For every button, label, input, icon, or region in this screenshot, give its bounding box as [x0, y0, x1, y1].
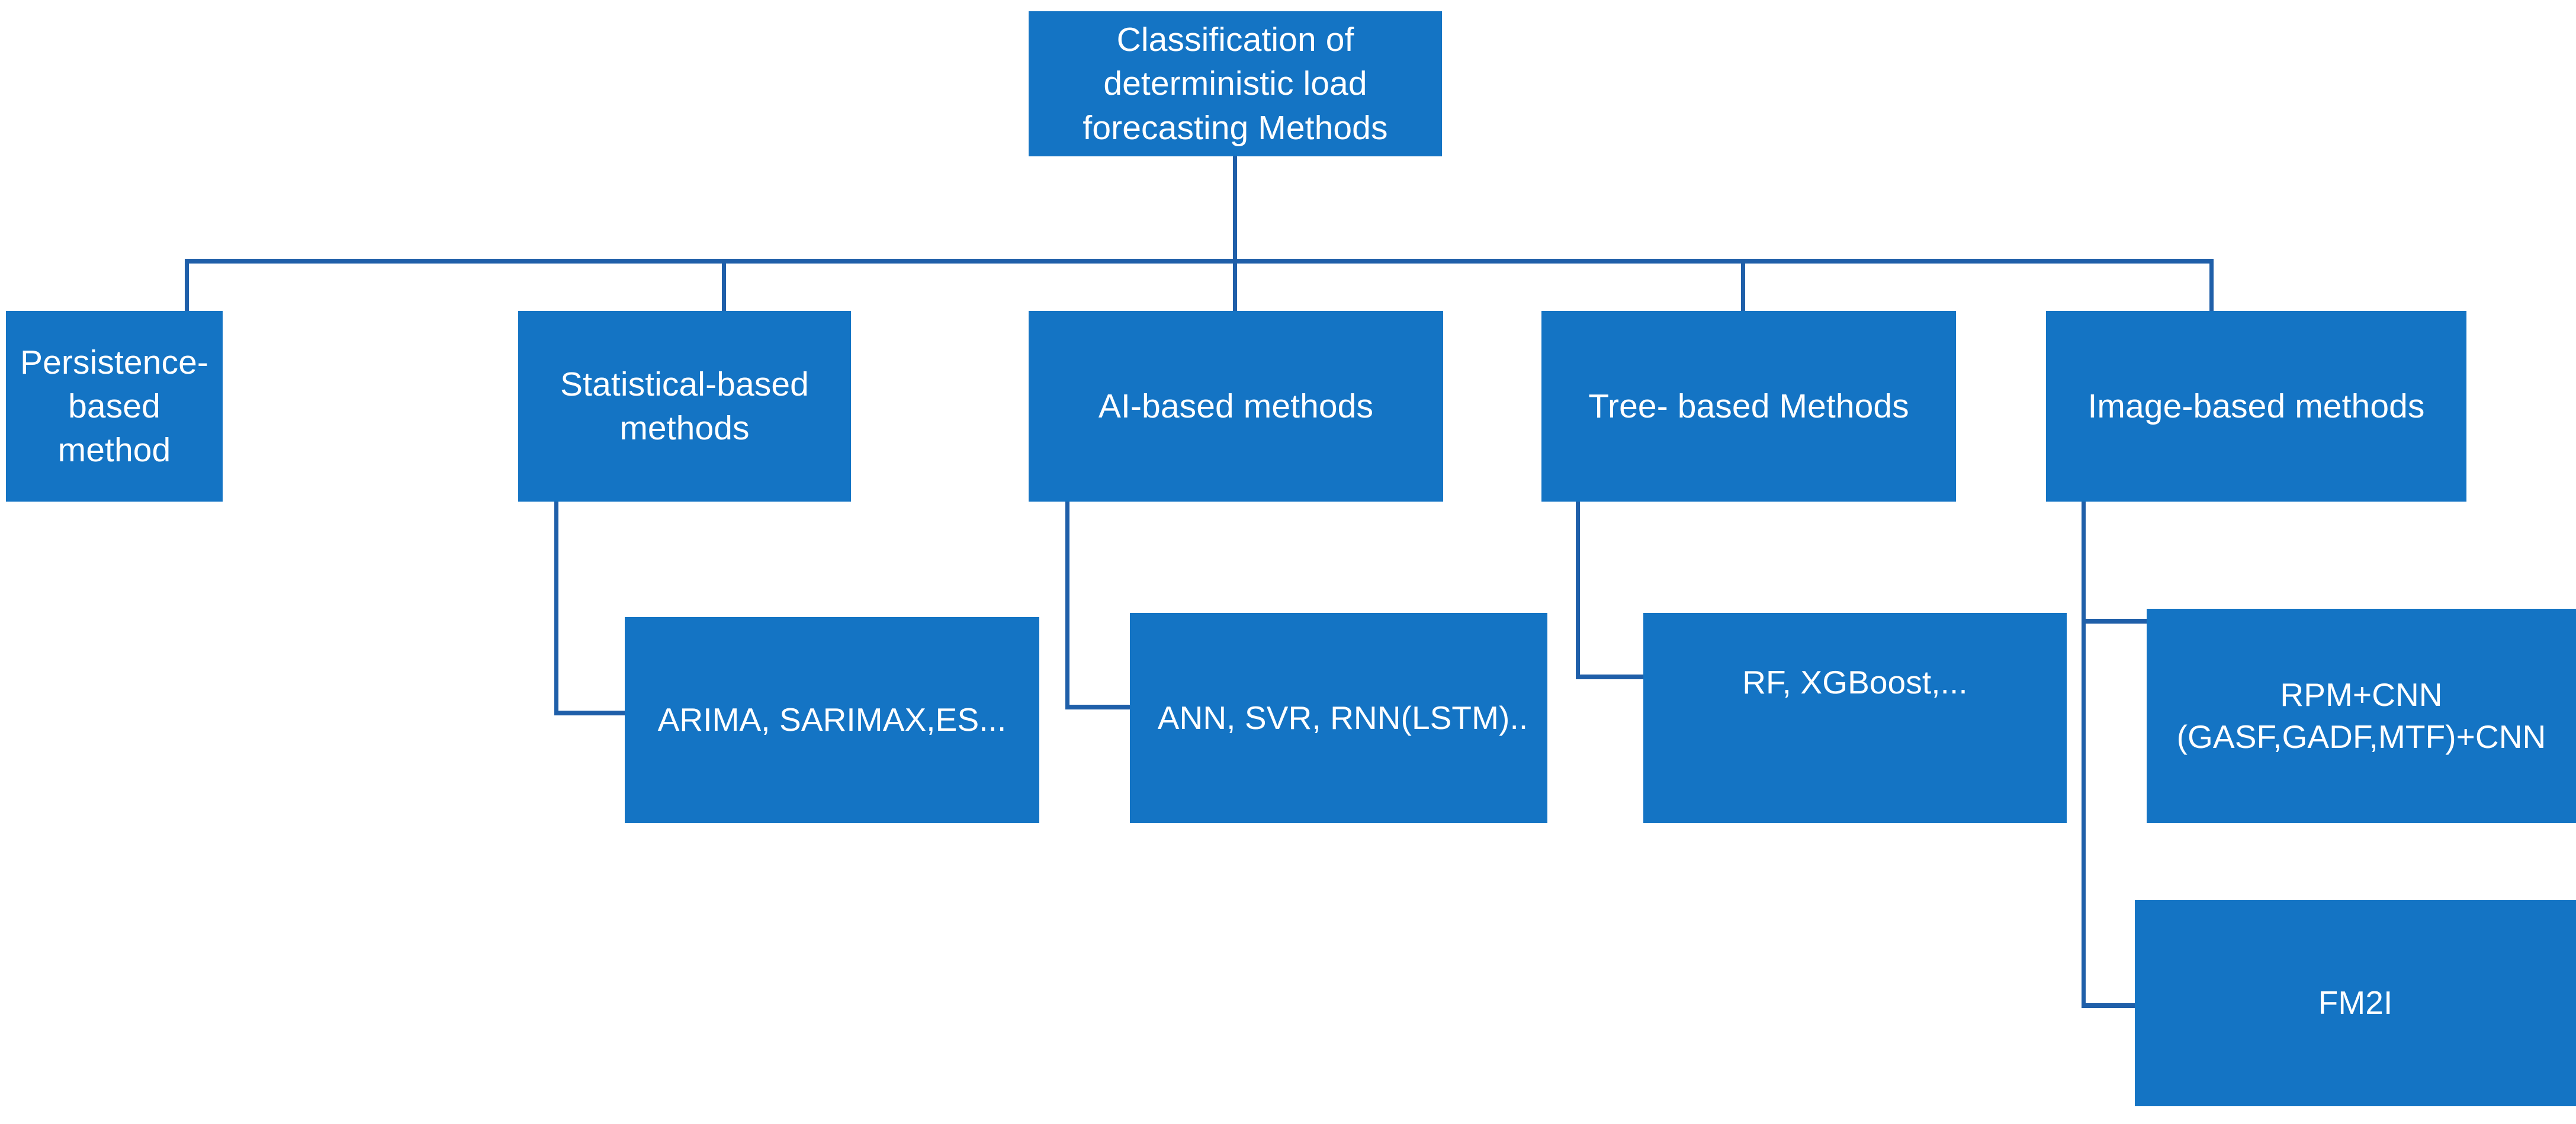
connector-root-stem	[1233, 156, 1237, 263]
node-rpm-cnn-gasf-gadf-mtf[interactable]: RPM+CNN (GASF,GADF,MTF)+CNN	[2147, 609, 2576, 823]
connector-ai-trunk	[1065, 502, 1069, 709]
connector-tree-trunk	[1576, 502, 1580, 679]
node-statistical-based-methods[interactable]: Statistical-based methods	[518, 311, 851, 502]
connector-horizontal-bus	[185, 259, 2214, 264]
node-ai-based-methods[interactable]: AI-based methods	[1029, 311, 1443, 502]
node-persistence-based-method[interactable]: Persistence-based method	[6, 311, 223, 502]
node-tree-based-methods[interactable]: Tree- based Methods	[1541, 311, 1956, 502]
connector-image-to-rpm	[2082, 619, 2150, 624]
node-image-label: Image-based methods	[2087, 387, 2425, 425]
node-image-based-methods[interactable]: Image-based methods	[2046, 311, 2466, 502]
node-rpm-label: RPM+CNN (GASF,GADF,MTF)+CNN	[2176, 676, 2546, 756]
node-ann-svr-rnn-lstm[interactable]: ANN, SVR, RNN(LSTM)..	[1130, 613, 1547, 823]
connector-statistical-trunk	[554, 502, 558, 715]
connector-ai-to-ann	[1065, 705, 1132, 709]
connector-statistical-to-arima	[554, 711, 627, 715]
connector-drop-statistical	[722, 259, 726, 312]
node-root-classification[interactable]: Classification of deterministic load for…	[1029, 11, 1442, 156]
connector-image-trunk	[2082, 502, 2086, 1008]
node-ann-label: ANN, SVR, RNN(LSTM)..	[1157, 699, 1528, 736]
node-tree-label: Tree- based Methods	[1588, 387, 1909, 425]
connector-tree-to-rf	[1576, 675, 1646, 679]
node-root-label: Classification of deterministic load for…	[1083, 21, 1388, 147]
node-arima-sarimax-es[interactable]: ARIMA, SARIMAX,ES...	[625, 617, 1039, 823]
node-persistence-label: Persistence-based method	[20, 343, 208, 470]
node-statistical-label: Statistical-based methods	[560, 365, 809, 447]
connector-drop-persistence	[185, 259, 189, 312]
node-fm2i-label: FM2I	[2318, 984, 2393, 1022]
node-fm2i[interactable]: FM2I	[2135, 900, 2576, 1106]
connector-drop-tree	[1741, 259, 1745, 312]
node-ai-label: AI-based methods	[1098, 387, 1374, 425]
connector-image-to-fm2i	[2082, 1003, 2138, 1008]
connector-drop-ai	[1233, 259, 1237, 312]
connector-drop-image	[2209, 259, 2214, 312]
node-arima-label: ARIMA, SARIMAX,ES...	[657, 701, 1007, 738]
node-rf-xgboost[interactable]: RF, XGBoost,...	[1643, 613, 2067, 823]
node-rf-label: RF, XGBoost,...	[1742, 664, 1968, 701]
